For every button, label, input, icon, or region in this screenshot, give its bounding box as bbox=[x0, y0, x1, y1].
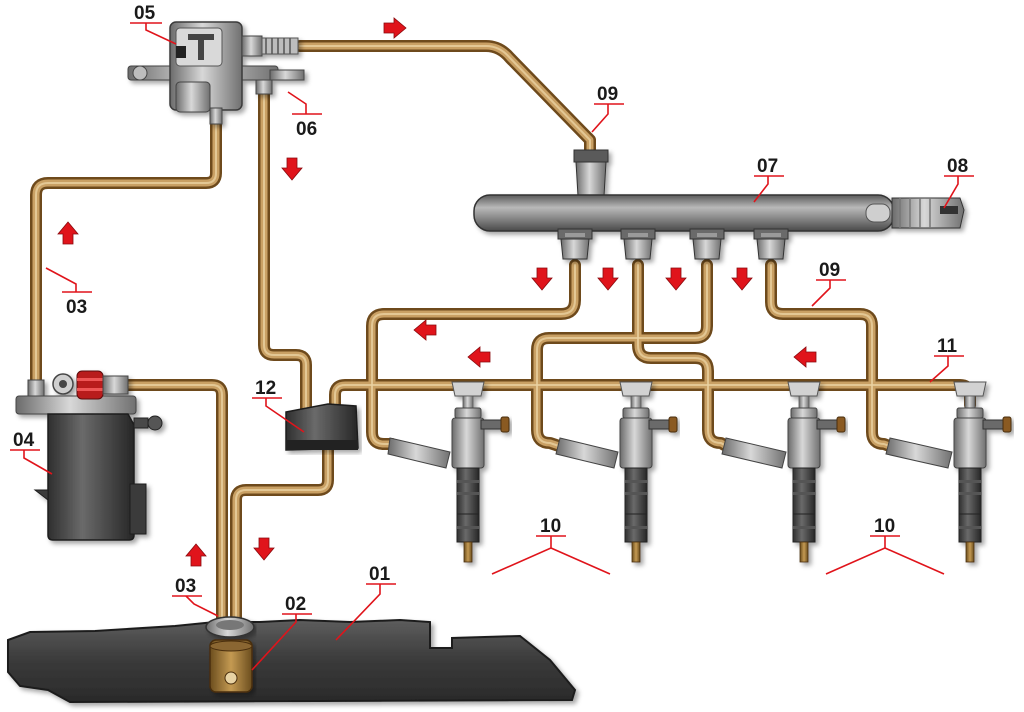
fuel-pipe-2 bbox=[232, 441, 332, 626]
label-04: 04 bbox=[13, 430, 35, 451]
injector-3 bbox=[787, 381, 846, 563]
fuel-tank bbox=[7, 618, 577, 704]
fuel-pipe-8 bbox=[536, 264, 708, 448]
fuel-pipe-4 bbox=[32, 106, 220, 389]
label-05: 05 bbox=[134, 3, 156, 24]
label-07: 07 bbox=[757, 156, 778, 177]
fuel-pipe-5 bbox=[294, 40, 596, 164]
arrow-left-2 bbox=[467, 346, 491, 368]
label-02: 02 bbox=[285, 594, 306, 615]
injector-1 bbox=[451, 381, 510, 563]
high-pressure-pump bbox=[127, 21, 305, 125]
fuel-pipe-3 bbox=[263, 89, 307, 411]
injector-inlets bbox=[387, 437, 953, 469]
label-11: 11 bbox=[937, 336, 958, 357]
fuel-lines bbox=[30, 40, 976, 628]
label-10-right: 10 bbox=[874, 516, 895, 537]
fuel-pickup bbox=[205, 616, 255, 693]
arrow-down-rail-3 bbox=[665, 267, 687, 291]
label-09-right: 09 bbox=[819, 260, 840, 281]
fuel-pipe-9 bbox=[770, 264, 893, 448]
arrow-left-3 bbox=[793, 346, 817, 368]
arrow-down-rail-4 bbox=[731, 267, 753, 291]
fuel-pipe-4 bbox=[35, 109, 217, 386]
label-06: 06 bbox=[296, 119, 317, 140]
arrow-down-bottom bbox=[253, 537, 275, 561]
fuel-pipe-1 bbox=[119, 384, 223, 623]
injector-4 bbox=[953, 381, 1012, 563]
common-rail bbox=[473, 149, 965, 260]
fuel-pipe-2 bbox=[235, 444, 329, 623]
label-03-left: 03 bbox=[66, 297, 87, 318]
injector-2 bbox=[619, 381, 678, 563]
callout-leaders bbox=[10, 22, 974, 671]
fuel-pipe-6 bbox=[371, 264, 576, 445]
label-10-left: 10 bbox=[540, 516, 561, 537]
fuel-pipe-7 bbox=[637, 264, 729, 448]
arrow-right-top bbox=[383, 17, 407, 39]
fuel-filter bbox=[15, 370, 163, 541]
label-09-top: 09 bbox=[597, 84, 618, 105]
callout-labels: 05 06 09 07 08 09 11 03 04 12 03 02 01 1… bbox=[13, 3, 968, 615]
fuel-pipe-5 bbox=[299, 45, 591, 159]
arrow-left-1 bbox=[413, 319, 437, 341]
arrow-down-rail-2 bbox=[597, 267, 619, 291]
label-03-bottom: 03 bbox=[175, 576, 196, 597]
label-08: 08 bbox=[947, 156, 968, 177]
fuel-pipe-4 bbox=[30, 104, 222, 391]
fuel-pipe-2 bbox=[230, 439, 334, 628]
label-01: 01 bbox=[369, 564, 391, 585]
arrow-down-rail-1 bbox=[531, 267, 553, 291]
fuel-cooler bbox=[285, 403, 359, 451]
arrow-up-supply bbox=[57, 221, 79, 245]
arrow-up-bottom bbox=[185, 543, 207, 567]
label-12: 12 bbox=[255, 378, 276, 399]
arrow-down-return bbox=[281, 157, 303, 181]
